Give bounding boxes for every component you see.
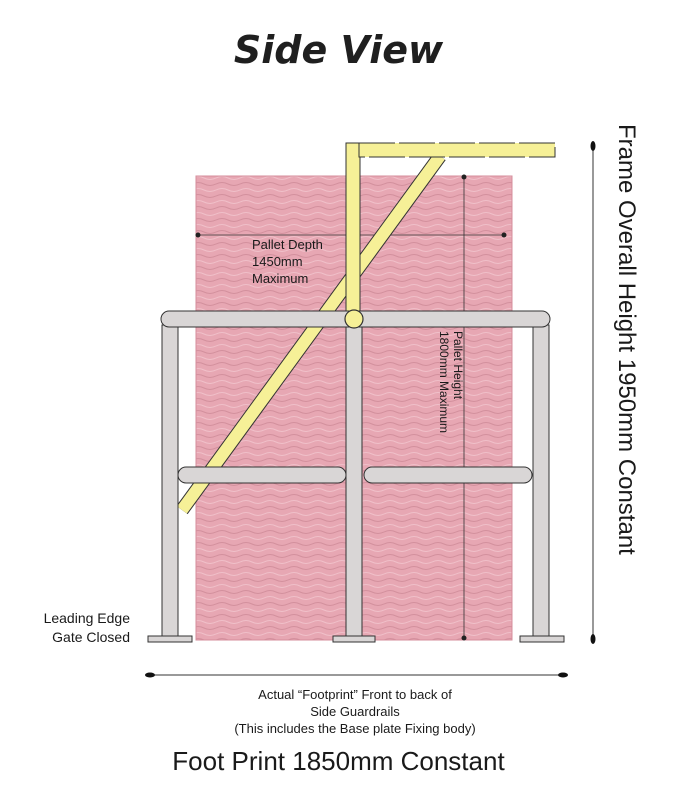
leading-edge-label: Leading Edge Gate Closed xyxy=(43,610,130,645)
pallet-height-dimension xyxy=(461,174,467,641)
gate-hinge xyxy=(344,309,364,329)
guardrail-frame xyxy=(147,310,565,643)
frame-height-dimension xyxy=(590,141,596,644)
pallet-height-label: Pallet Height 1800mm Maximum xyxy=(437,331,465,434)
footprint-label: Foot Print 1850mm Constant xyxy=(172,746,505,776)
footprint-description: Actual “Footprint” Front to back of Side… xyxy=(234,687,476,736)
footprint-dimension xyxy=(145,672,568,678)
pallet-depth-label: Pallet Depth 1450mm Maximum xyxy=(252,237,323,286)
page-title: Side View xyxy=(233,28,444,72)
frame-height-label: Frame Overall Height 1950mm Constant xyxy=(613,124,640,555)
swing-gate xyxy=(176,142,556,515)
